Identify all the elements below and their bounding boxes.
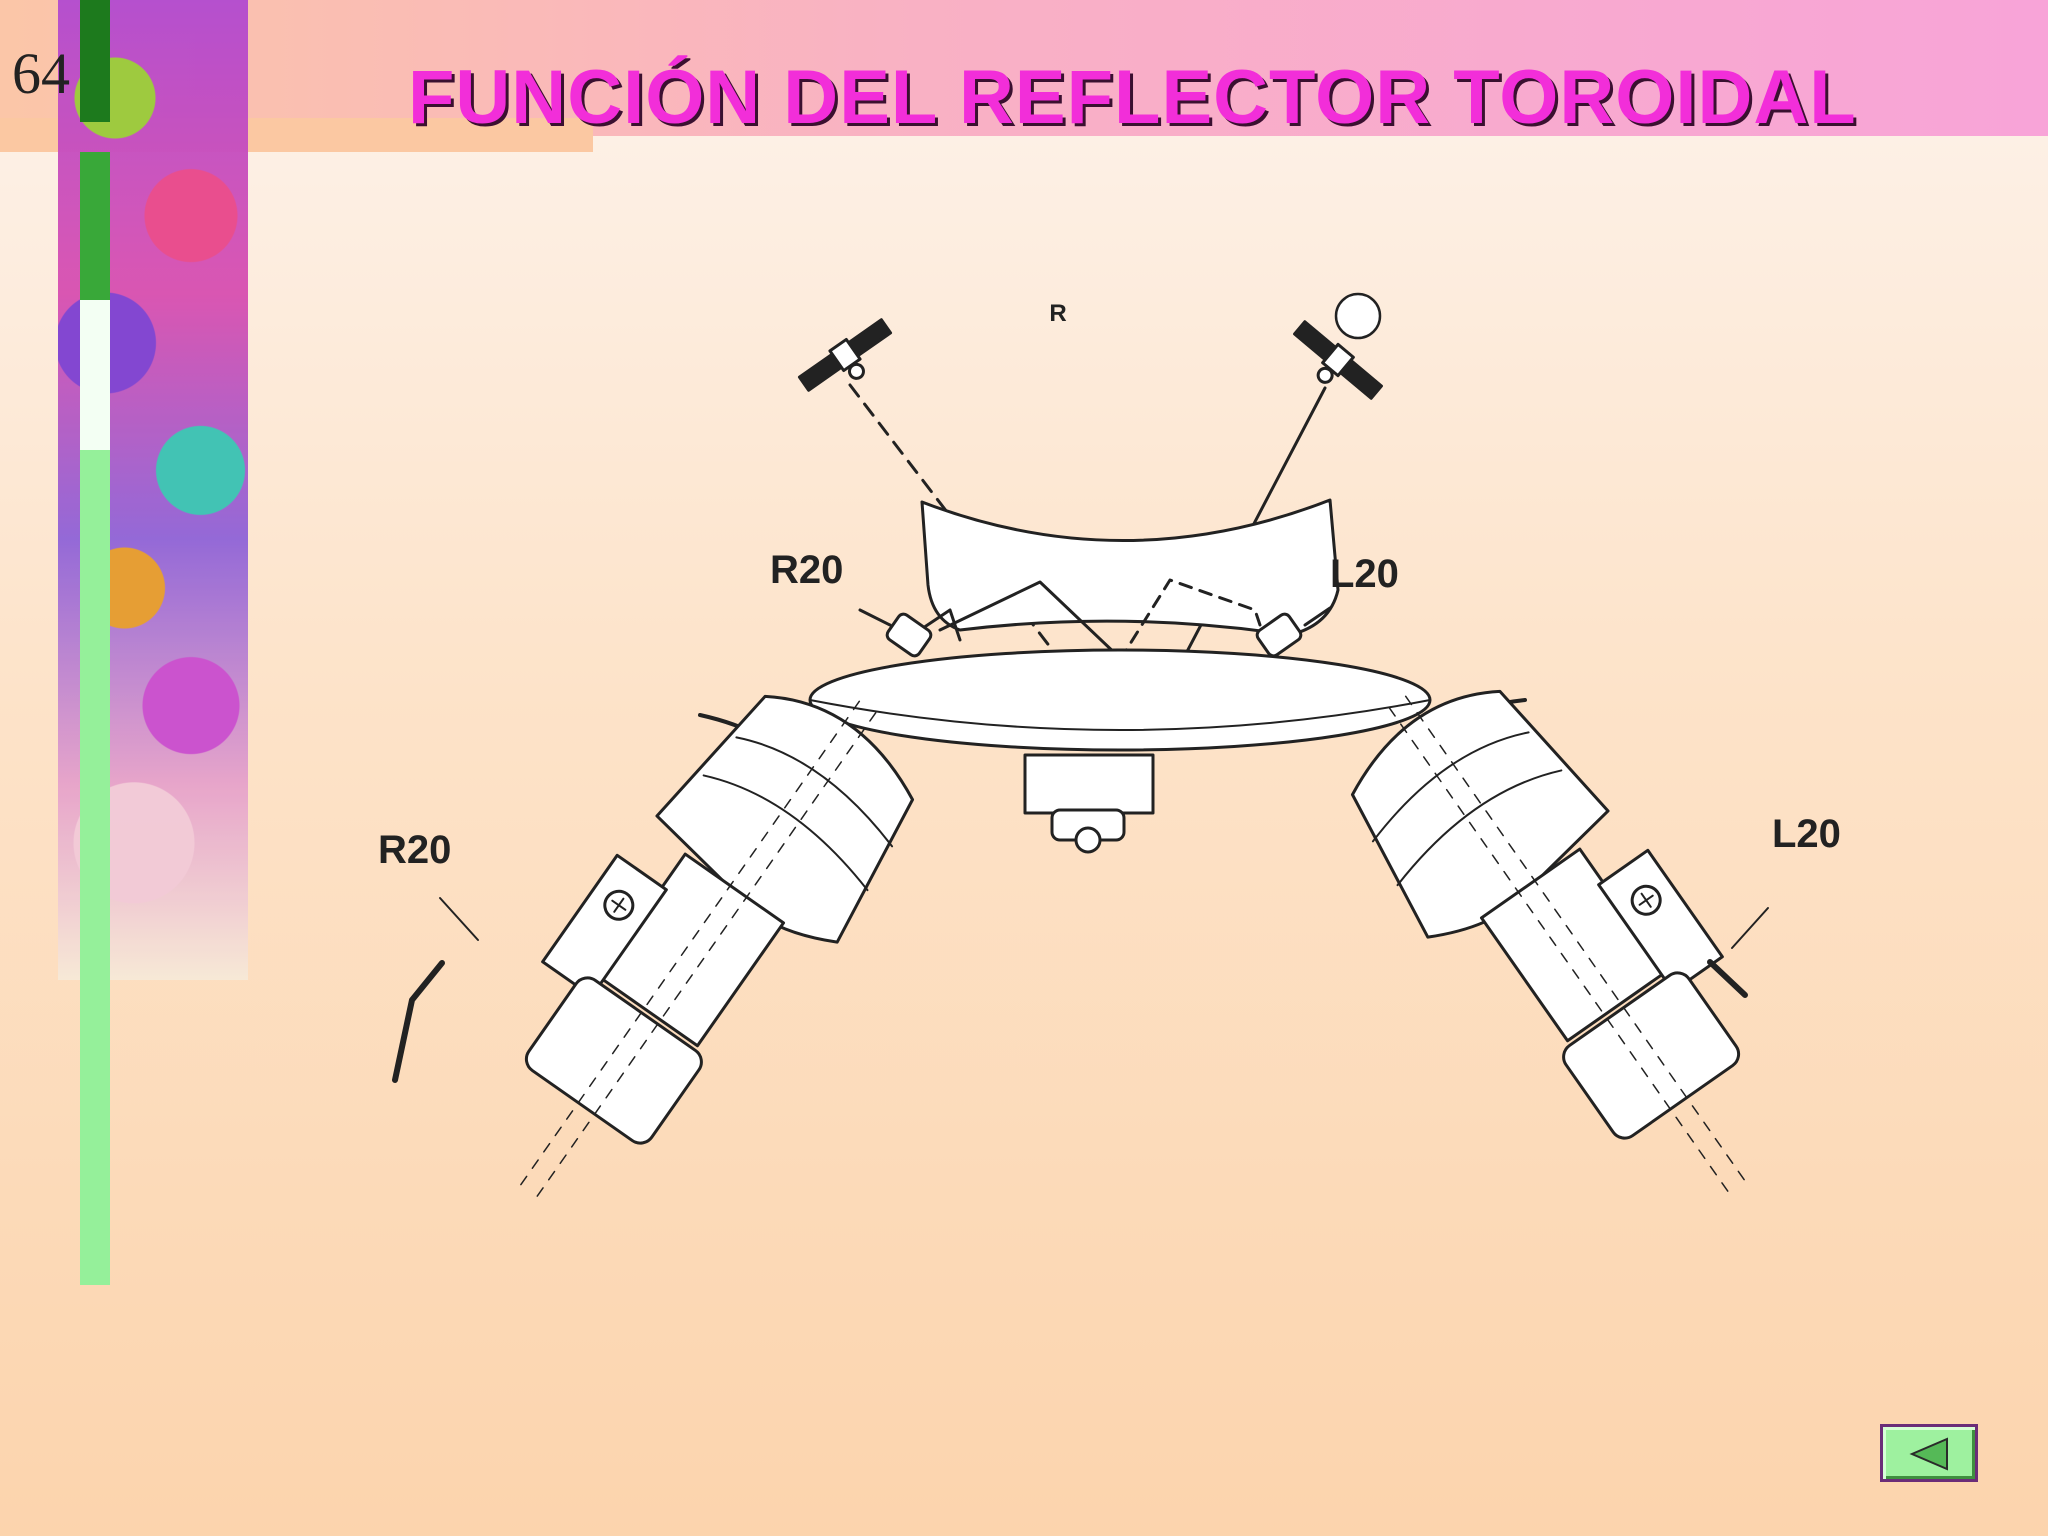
satellite-right-icon bbox=[1293, 320, 1383, 400]
label-r20-left: R20 bbox=[378, 828, 452, 872]
toroidal-reflector-diagram: R R20 L20 R20 L20 bbox=[300, 280, 1900, 1365]
lnb-right-icon bbox=[1350, 689, 1751, 1201]
side-stripe bbox=[80, 152, 110, 300]
label-r20-top: R20 bbox=[770, 548, 844, 592]
slide-title: FUNCIÓN DEL REFLECTOR TOROIDAL bbox=[408, 55, 1857, 140]
side-stripe bbox=[80, 0, 110, 122]
triangle-left-icon bbox=[1909, 1437, 1948, 1471]
title-band bbox=[0, 0, 2048, 136]
label-l20-top: L20 bbox=[1330, 552, 1399, 596]
slide-number: 64 bbox=[12, 41, 70, 106]
lnb-left-icon bbox=[514, 694, 915, 1206]
diagram-drawing bbox=[392, 292, 1769, 1206]
side-stripe bbox=[80, 300, 110, 450]
satellite-badge: R bbox=[1049, 300, 1067, 327]
back-button[interactable] bbox=[1880, 1424, 1978, 1482]
side-stripe bbox=[80, 450, 110, 1285]
satellite-left-icon bbox=[797, 318, 893, 392]
label-l20-right: L20 bbox=[1772, 812, 1841, 856]
